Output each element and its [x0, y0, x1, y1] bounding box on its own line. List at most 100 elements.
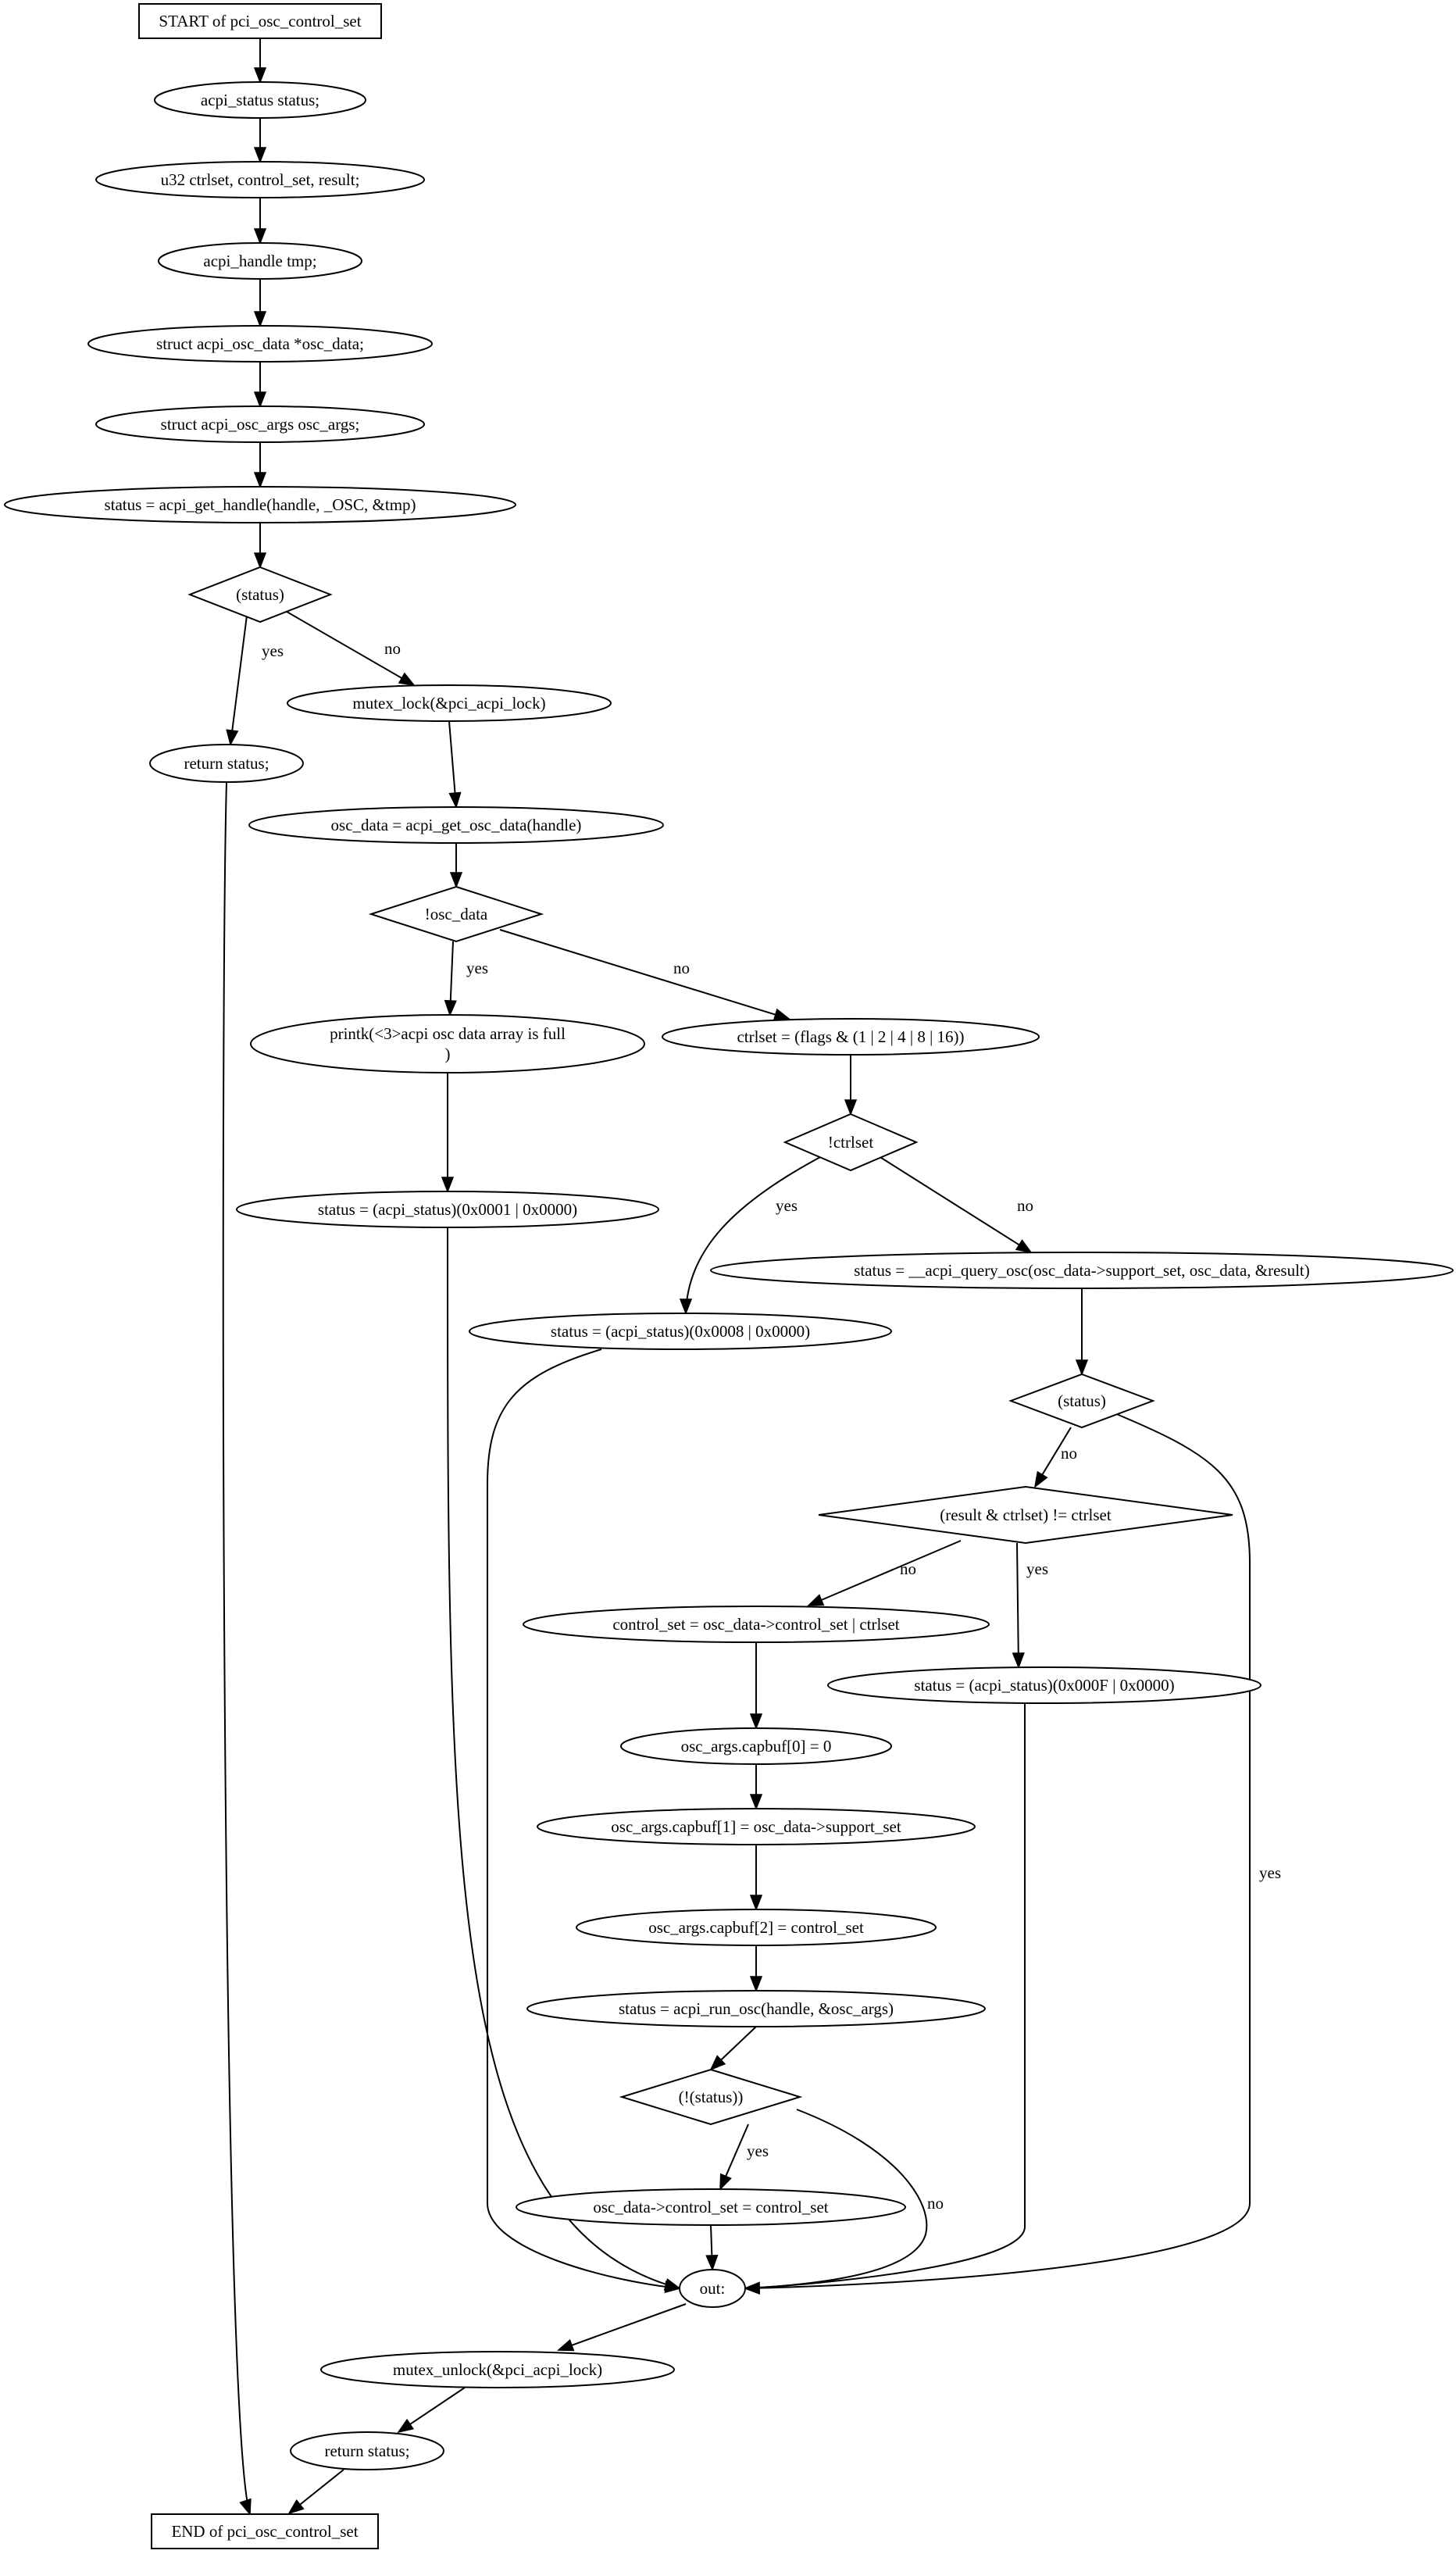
edge-d3-to-n13-arrowhead [1015, 1239, 1033, 1254]
edge-d2-to-n10 [449, 941, 454, 1003]
node-n20: status = acpi_run_osc(handle, &osc_args) [526, 1990, 986, 2027]
node-n14: status = (acpi_status)(0x0008 | 0x0000) [469, 1313, 892, 1350]
box-shape [151, 2513, 379, 2549]
ellipse-shape [236, 1191, 659, 1228]
node-n18: osc_args.capbuf[1] = osc_data->support_s… [537, 1808, 976, 1845]
node-d4: (status) [1008, 1373, 1155, 1429]
edge-d3-to-n13 [878, 1156, 1022, 1247]
edge-d5-to-n15 [819, 1540, 962, 1602]
node-n7: return status; [149, 744, 304, 783]
ellipse-shape [149, 744, 304, 783]
node-n_start: START of pci_osc_control_set [138, 3, 382, 39]
edge-d1-to-n7-arrowhead [226, 729, 239, 747]
edge-d5-to-n16 [1016, 1542, 1019, 1656]
edge-n4-to-n5-arrowhead [253, 391, 267, 409]
edge-n21-to-n_out [710, 2224, 713, 2258]
edge-label-yes: yes [776, 1196, 798, 1215]
ellipse-shape [87, 325, 433, 363]
ellipse-shape [154, 81, 366, 119]
node-n2: u32 ctrlset, control_set, result; [95, 161, 425, 198]
node-n_out: out: [679, 2269, 746, 2308]
ellipse-shape [526, 1990, 986, 2027]
node-label: (!(status)) [679, 2088, 744, 2106]
node-n10: printk(<3>acpi osc data array is full) [250, 1014, 645, 1073]
ellipse-shape [158, 242, 362, 280]
node-label: acpi_status status; [201, 91, 319, 109]
ellipse-shape [827, 1666, 1262, 1704]
node-label: status = acpi_get_handle(handle, _OSC, &… [104, 495, 416, 514]
edge-d5-to-n15-arrowhead [807, 1594, 825, 1606]
node-label: ctrlset = (flags & (1 | 2 | 4 | 8 | 16)) [737, 1027, 964, 1046]
ellipse-shape [290, 2431, 444, 2470]
edge-d6-to-n21 [724, 2124, 749, 2178]
node-label: mutex_lock(&pci_acpi_lock) [352, 694, 545, 713]
node-n11: ctrlset = (flags & (1 | 2 | 4 | 8 | 16)) [662, 1018, 1040, 1056]
node-n3: acpi_handle tmp; [158, 242, 362, 280]
node-label: u32 ctrlset, control_set, result; [161, 170, 360, 189]
edge-label-no: no [384, 639, 401, 658]
edge-label-no: no [673, 959, 690, 977]
node-n6: status = acpi_get_handle(handle, _OSC, &… [4, 486, 516, 523]
ellipse-shape [710, 1252, 1454, 1289]
nodes-layer: START of pci_osc_control_set acpi_status … [4, 3, 1454, 2549]
node-label: ) [445, 1045, 451, 1063]
ellipse-shape [576, 1909, 937, 1946]
edge-n20-to-d6-arrowhead [709, 2055, 726, 2071]
edge-label-no: no [927, 2194, 944, 2213]
edge-n1-to-n2-arrowhead [253, 147, 267, 164]
node-d3: !ctrlset [783, 1113, 919, 1172]
ellipse-shape [469, 1313, 892, 1350]
ellipse-shape [516, 2188, 906, 2226]
edge-label-no: no [1061, 1444, 1077, 1463]
node-n16: status = (acpi_status)(0x000F | 0x0000) [827, 1666, 1262, 1704]
node-label: printk(<3>acpi osc data array is full [330, 1024, 566, 1043]
edge-d4-to-n_out [744, 1410, 1251, 2289]
node-label: (result & ctrlset) != ctrlset [940, 1506, 1112, 1524]
edge-n_out-to-n22 [569, 2303, 687, 2347]
ellipse-shape [250, 1014, 645, 1073]
node-label: !ctrlset [828, 1133, 873, 1152]
node-n8: mutex_lock(&pci_acpi_lock) [287, 684, 612, 722]
node-n5: struct acpi_osc_args osc_args; [95, 405, 425, 443]
edge-n5-to-n6-arrowhead [253, 472, 267, 489]
edge-d6-to-n_out [744, 2109, 928, 2289]
node-n12: status = (acpi_status)(0x0001 | 0x0000) [236, 1191, 659, 1228]
edge-label-yes: yes [1259, 1863, 1281, 1882]
ellipse-shape [95, 405, 425, 443]
edge-n15-to-n17-arrowhead [749, 1713, 763, 1731]
ellipse-shape [537, 1808, 976, 1845]
edge-n_out-to-n22-arrowhead [557, 2339, 575, 2352]
ellipse-shape [320, 2351, 675, 2388]
ellipse-shape [95, 161, 425, 198]
node-label: out: [700, 2279, 726, 2298]
edge-n22-to-n23-arrowhead [397, 2418, 415, 2434]
node-label: status = (acpi_status)(0x000F | 0x0000) [914, 1676, 1174, 1695]
edge-label-no: no [1017, 1196, 1033, 1215]
edge-n20-to-d6 [719, 2026, 757, 2062]
ellipse-shape [620, 1727, 892, 1765]
edge-n16-to-n_out [744, 1703, 1026, 2289]
edge-label-yes: yes [1026, 1559, 1048, 1578]
edge-n2-to-n3-arrowhead [253, 228, 267, 245]
node-n1: acpi_status status; [154, 81, 366, 119]
edge-label-yes: yes [262, 641, 284, 660]
edge-d1-to-n8 [282, 609, 404, 680]
node-d1: (status) [187, 566, 333, 623]
node-label: status = acpi_run_osc(handle, &osc_args) [619, 1999, 894, 2018]
edge-n_start-to-n1-arrowhead [253, 67, 267, 84]
diamond-shape [783, 1113, 919, 1172]
node-label: (status) [1058, 1391, 1106, 1410]
edge-n9-to-d2-arrowhead [449, 872, 463, 889]
edge-n3-to-n4-arrowhead [253, 311, 267, 328]
node-d5: (result & ctrlset) != ctrlset [818, 1485, 1233, 1545]
node-n17: osc_args.capbuf[0] = 0 [620, 1727, 892, 1765]
diamond-shape [187, 566, 333, 623]
node-n9: osc_data = acpi_get_osc_data(handle) [248, 806, 664, 844]
edge-n12-to-n_out [447, 1227, 680, 2289]
edge-d3-to-n14-arrowhead [679, 1298, 693, 1316]
ellipse-shape [662, 1018, 1040, 1056]
edge-n23-to-n_end-arrowhead [287, 2499, 305, 2515]
edge-d4-to-d5-arrowhead [1033, 1470, 1048, 1488]
edge-n19-to-n20-arrowhead [749, 1976, 763, 1993]
